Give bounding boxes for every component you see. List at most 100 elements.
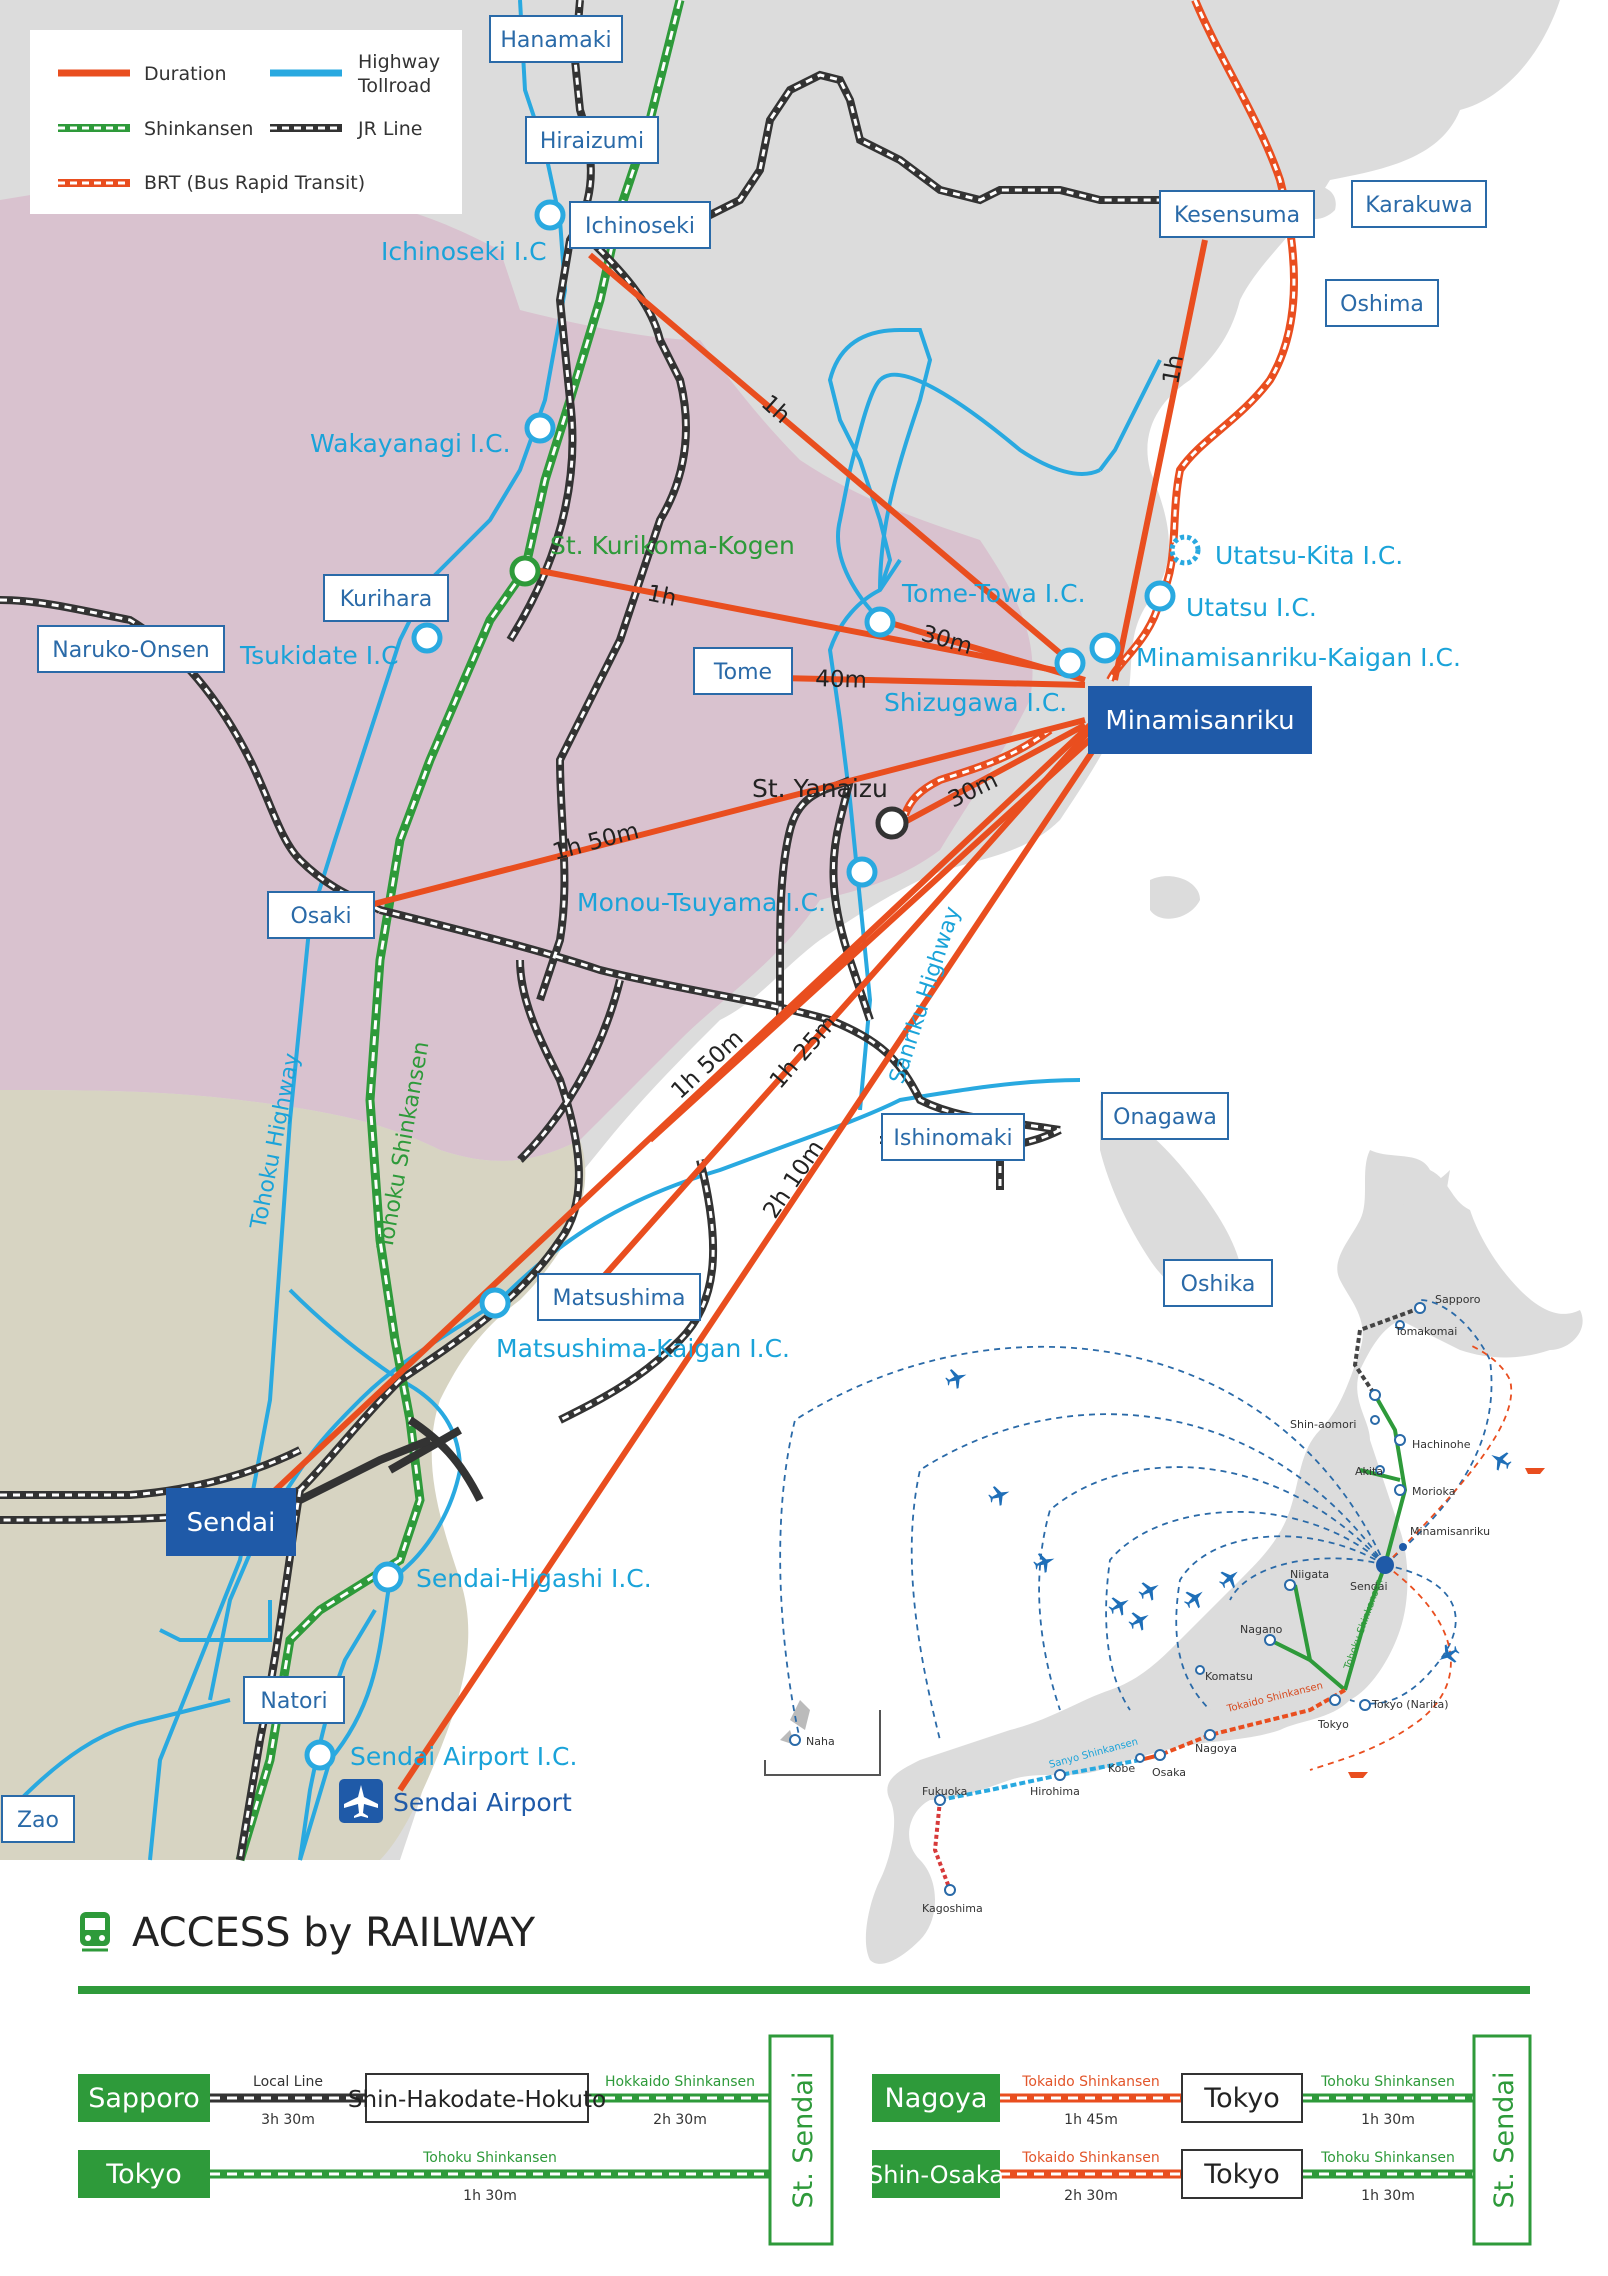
route-shin-osaka-via: Tokyo [1203,2159,1280,2190]
label-sendai-higashi-ic: Sendai-Higashi I.C. [416,1564,652,1593]
station-osaki: Osaki [290,904,351,929]
japan-stations [789,1302,1426,1896]
legend-duration: Duration [144,63,227,85]
station-boxes [1,15,1487,1843]
hokkaido [1360,1170,1450,1310]
station-naruko-onsen: Naruko-Onsen [52,638,210,663]
label-st-yanaizu: St. Yanaizu [752,774,888,803]
label-tome-towa-ic: Tome-Towa I.C. [901,579,1086,608]
jp-akita: Akita [1355,1465,1383,1478]
route-nagoya-via: Tokyo [1203,2083,1280,2114]
jp-fukuoka: Fukuoka [922,1785,967,1798]
duration-5: 40m [815,666,868,694]
utatsu-kita-marker [1169,534,1201,566]
route-shin-osaka: Shin-Osaka Tokyo Tokaido Shinkansen 2h 3… [868,2149,1474,2204]
label-sendai-airport-ic: Sendai Airport I.C. [350,1742,577,1771]
route-tokyo: Tokyo Tohoku Shinkansen 1h 30m [78,2150,770,2204]
station-karakuwa: Karakuwa [1365,193,1473,218]
station-ishinomaki: Ishinomaki [893,1126,1012,1151]
route-nagoya-seg2-name: Tohoku Shinkansen [1320,2074,1455,2090]
ic-markers [304,199,1176,1771]
legend-jr: JR Line [357,118,422,140]
shinkansen-line [235,0,685,1862]
route-shin-osaka-seg1-name: Tokaido Shinkansen [1021,2150,1160,2166]
japan-minamisanriku-marker [1399,1543,1407,1551]
route-sapporo-via: Shin-Hakodate-Hokuto [348,2087,606,2113]
dest-box-right [1472,2034,1532,2246]
duration-lines [267,239,1208,1792]
jp-niigata: Niigata [1290,1568,1329,1581]
kurikoma-marker [509,555,541,587]
route-shin-osaka-from: Shin-Osaka [868,2161,1004,2189]
station-kesensuma: Kesensuma [1174,203,1300,228]
label-tsukidate-ic: Tsukidate I.C [239,641,399,670]
jp-osaka: Osaka [1152,1766,1186,1779]
sea-arcs [1309,1344,1513,1771]
legend-shinkansen: Shinkansen [144,118,253,140]
route-tokyo-seg-name: Tohoku Shinkansen [422,2150,557,2166]
dest-left: St. Sendai [788,2072,819,2209]
jp-nagano: Nagano [1240,1623,1283,1636]
jp-naha: Naha [806,1735,835,1748]
route-sapporo-from: Sapporo [88,2083,200,2114]
duration-2: 1h [1158,353,1189,386]
label-monou-tsuyama-ic: Monou-Tsuyama I.C. [577,888,826,917]
route-nagoya-from: Nagoya [885,2083,988,2114]
okinawa-frame [764,1710,881,1776]
route-shin-osaka-seg2-time: 1h 30m [1361,2188,1415,2204]
route-sapporo: Sapporo Shin-Hakodate-Hokuto Local Line … [78,2073,770,2128]
route-sapporo-seg2-time: 2h 30m [653,2112,707,2128]
jp-sendai: Sendai [1350,1580,1388,1593]
dest-box-left [768,2034,834,2246]
station-oshika: Oshika [1181,1272,1256,1297]
jp-morioka: Morioka [1412,1485,1455,1498]
station-hiraizumi: Hiraizumi [540,129,644,154]
city-sendai: Sendai [187,1508,276,1538]
minamisanriku-box [1088,686,1312,754]
peninsula [1100,1100,1243,1303]
route-shin-osaka-seg1-time: 2h 30m [1064,2188,1118,2204]
jp-hirohima: Hirohima [1030,1785,1080,1798]
station-kurihara: Kurihara [340,587,432,612]
okinawa [780,1700,810,1745]
station-oshima: Oshima [1340,292,1424,317]
route-sapporo-seg1-name: Local Line [253,2074,323,2090]
city-minamisanriku: Minamisanriku [1105,706,1294,736]
ship-icons [1348,1468,1545,1778]
station-natori: Natori [260,1689,327,1714]
route-tokyo-seg-time: 1h 30m [463,2188,517,2204]
jp-minamisanriku: Minamisanriku [1410,1525,1490,1538]
dest-right: St. Sendai [1489,2072,1520,2209]
airport-plane-icon [344,1785,378,1818]
legend-brt: BRT (Bus Rapid Transit) [144,172,365,194]
jp-sapporo: Sapporo [1435,1293,1481,1306]
jp-tomakomai: Tomakomai [1394,1325,1457,1338]
railway-title: ACCESS by RAILWAY [132,1910,536,1956]
jp-kagoshima: Kagoshima [922,1902,983,1915]
label-matsushima-kaigan-ic: Matsushima-Kaigan I.C. [496,1334,790,1363]
jp-tokyo: Tokyo [1317,1718,1349,1731]
japan-sendai-marker [1376,1556,1394,1574]
duration-3: 1h [645,580,679,612]
station-ichinoseki: Ichinoseki [585,214,695,239]
label-utatsu-kita-ic: Utatsu-Kita I.C. [1215,541,1403,570]
route-sapporo-seg1-time: 3h 30m [261,2112,315,2128]
station-tome: Tome [713,660,772,685]
railway-divider [78,1986,1530,1994]
jp-kobe: Kobe [1108,1762,1135,1775]
jp-nagoya: Nagoya [1195,1742,1237,1755]
route-tokyo-from: Tokyo [105,2159,182,2190]
route-shin-osaka-seg2-name: Tohoku Shinkansen [1320,2150,1455,2166]
japan-inset [865,1150,1583,1964]
route-sapporo-seg2-name: Hokkaido Shinkansen [605,2074,755,2090]
label-st-kurikoma: St. Kurikoma-Kogen [550,531,795,560]
label-shizugawa-ic: Shizugawa I.C. [884,688,1067,717]
label-ichinoseki-ic: Ichinoseki I.C [381,237,547,266]
station-matsushima: Matsushima [553,1286,686,1311]
yanaizu-marker [875,806,909,840]
label-utatsu-ic: Utatsu I.C. [1186,593,1317,622]
jp-tokyo-narita: Tokyo (Narita) [1371,1698,1448,1711]
label-wakayanagi-ic: Wakayanagi I.C. [310,429,511,458]
jp-shin-aomori: Shin-aomori [1290,1418,1356,1431]
